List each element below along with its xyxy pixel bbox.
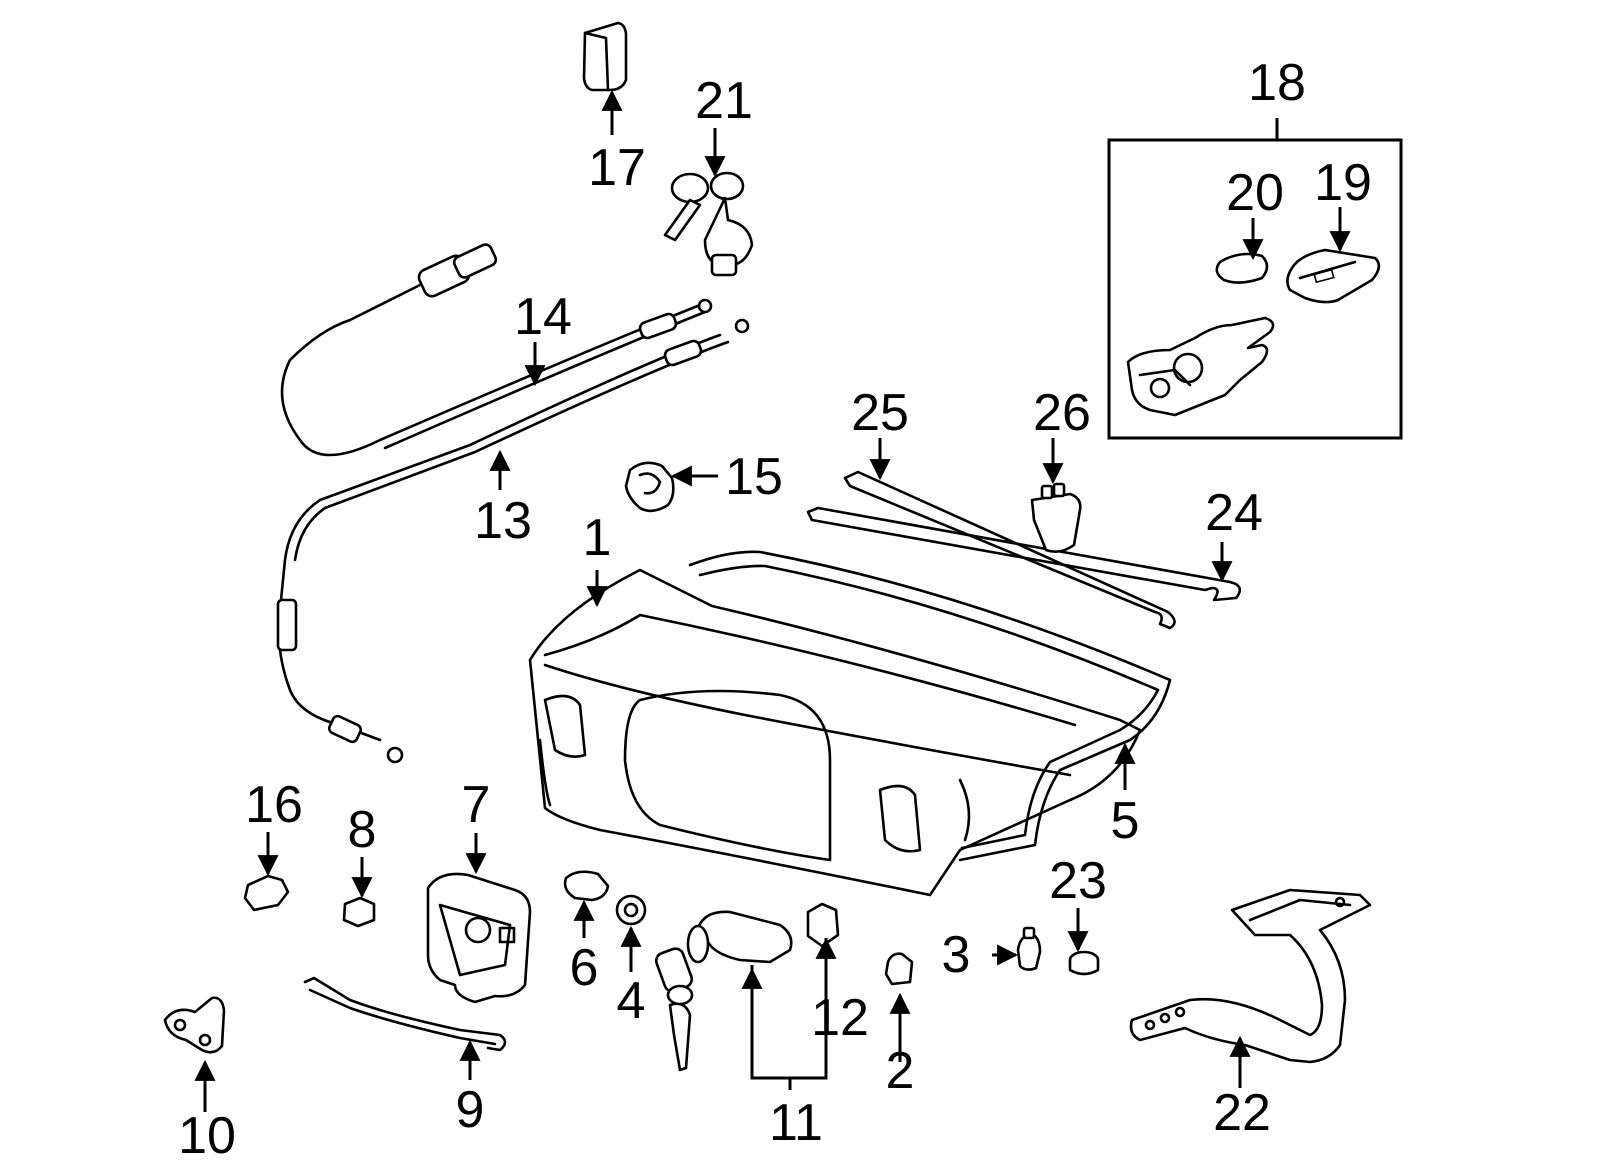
callout-21: 21 xyxy=(695,72,753,130)
callout-11: 11 xyxy=(769,1094,823,1152)
stopper-part[interactable] xyxy=(884,952,914,986)
callout-18: 18 xyxy=(1248,54,1306,112)
callout-23: 23 xyxy=(1049,852,1107,910)
callout-25: 25 xyxy=(851,384,909,442)
latch-assembly-part[interactable] xyxy=(1126,316,1275,417)
callout-16: 16 xyxy=(245,776,303,834)
leader-lines xyxy=(194,89,1351,1112)
lock-kit-group xyxy=(1107,118,1403,440)
torsion-bar-2-part[interactable] xyxy=(806,506,1242,602)
nut-part[interactable] xyxy=(615,894,647,926)
bumper-part[interactable] xyxy=(624,461,675,513)
clip-part[interactable] xyxy=(243,874,290,912)
lock-clip-part[interactable] xyxy=(806,902,840,948)
callout-5: 5 xyxy=(1111,792,1140,850)
bracket-part[interactable] xyxy=(163,996,226,1054)
callout-1: 1 xyxy=(583,509,612,567)
opener-cable-part[interactable] xyxy=(280,243,750,457)
grommet-part[interactable] xyxy=(1016,926,1042,971)
callout-7: 7 xyxy=(462,776,491,834)
callout-26: 26 xyxy=(1033,384,1091,442)
callout-4: 4 xyxy=(617,972,646,1030)
pad-part[interactable] xyxy=(582,21,628,92)
callout-22: 22 xyxy=(1213,1084,1271,1142)
rod-part[interactable] xyxy=(303,976,507,1052)
callout-6: 6 xyxy=(570,939,599,997)
callout-20: 20 xyxy=(1226,164,1284,222)
lock-cylinder-part[interactable] xyxy=(654,910,793,1072)
callout-24: 24 xyxy=(1205,484,1263,542)
callout-17: 17 xyxy=(588,139,646,197)
torsion-bar-part[interactable] xyxy=(843,470,1176,630)
callout-15: 15 xyxy=(725,448,783,506)
callout-labels: 1 2 3 4 5 6 7 8 9 10 11 12 13 14 15 16 1… xyxy=(178,54,1372,1165)
callout-10: 10 xyxy=(178,1107,236,1165)
kit-frame xyxy=(1107,138,1403,440)
weatherstrip-part[interactable] xyxy=(688,550,1172,862)
plug-part[interactable] xyxy=(563,870,610,902)
lock-actuator-part[interactable] xyxy=(1286,248,1381,304)
cap-part[interactable] xyxy=(1068,950,1100,976)
trunk-lid-part[interactable] xyxy=(528,568,1142,897)
callout-12: 12 xyxy=(811,989,869,1047)
callout-8: 8 xyxy=(348,801,377,859)
cushion-part[interactable] xyxy=(342,896,376,928)
hinge-part[interactable] xyxy=(1129,888,1372,1064)
lock-knob-part[interactable] xyxy=(1215,252,1269,284)
key-cylinder-part[interactable] xyxy=(663,171,754,277)
callout-3: 3 xyxy=(942,926,971,984)
callout-13: 13 xyxy=(474,492,532,550)
switch-part[interactable] xyxy=(1030,482,1082,553)
latch-part[interactable] xyxy=(426,872,532,1004)
callout-9: 9 xyxy=(456,1081,485,1139)
callout-2: 2 xyxy=(886,1042,915,1100)
callout-19: 19 xyxy=(1314,154,1372,212)
callout-14: 14 xyxy=(514,288,572,346)
